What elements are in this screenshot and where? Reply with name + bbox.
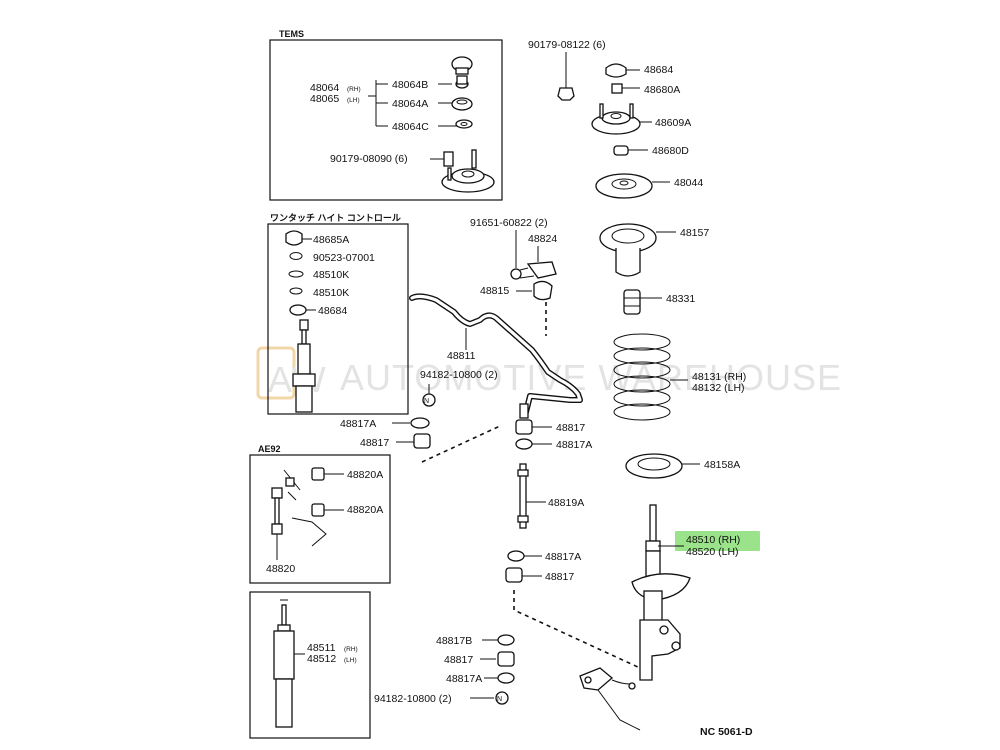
label-91651-60822: 91651-60822 (2) bbox=[470, 217, 548, 229]
label-48510K-1: 48510K bbox=[313, 269, 349, 281]
label-48815: 48815 bbox=[480, 285, 509, 297]
label-48511-side: (RH) bbox=[344, 646, 358, 653]
label-48817B: 48817B bbox=[436, 635, 472, 647]
watermark: AW AUTOMOTIVE WAREHOUSE bbox=[256, 346, 842, 400]
label-48132: 48132 (LH) bbox=[692, 382, 745, 394]
label-48064B: 48064B bbox=[392, 79, 428, 91]
label-90523-07001: 90523-07001 bbox=[313, 252, 375, 264]
label-48131: 48131 (RH) bbox=[692, 371, 746, 383]
label-94182-10800-1: 94182-10800 (2) bbox=[420, 369, 498, 381]
bushing-48815 bbox=[533, 280, 553, 301]
label-48064C: 48064C bbox=[392, 121, 429, 133]
label-48512: 48512 bbox=[307, 653, 336, 665]
label-48510K-2: 48510K bbox=[313, 287, 349, 299]
rear-strut bbox=[273, 599, 295, 728]
diagram-code: NC 5061-D bbox=[700, 726, 753, 738]
label-48817A-2: 48817A bbox=[556, 439, 592, 451]
label-94182-10800-2: 94182-10800 (2) bbox=[374, 693, 452, 705]
stabilizer-bar bbox=[409, 293, 583, 415]
n-mark-1: N bbox=[424, 398, 429, 405]
tems-actuator bbox=[451, 56, 473, 129]
coil-spring: 48131 (RH) 48132 (LH) bbox=[613, 333, 746, 421]
label-48065-side: (LH) bbox=[347, 97, 360, 104]
inset-height-title: ワンタッチ ハイト コントロール bbox=[270, 212, 401, 223]
label-48680D: 48680D bbox=[652, 145, 689, 157]
strut-mount-stack: 90179-08122 (6) 48684 48680A 48609A 4868… bbox=[528, 39, 709, 315]
inset-rear-strut: 48511 (RH) 48512 (LH) bbox=[249, 591, 371, 739]
stabilizer-link-48819A bbox=[517, 463, 529, 529]
label-48817-2: 48817 bbox=[556, 422, 585, 434]
label-48064A: 48064A bbox=[392, 98, 428, 110]
label-48609A: 48609A bbox=[655, 117, 691, 129]
inset-ae92-title: AE92 bbox=[258, 444, 281, 454]
inset-tems-title: TEMS bbox=[279, 29, 304, 39]
watermark-text: AUTOMOTIVE WAREHOUSE bbox=[340, 357, 842, 398]
label-90179-08090: 90179-08090 (6) bbox=[330, 153, 408, 165]
label-48685A: 48685A bbox=[313, 234, 349, 246]
height-control-strut bbox=[292, 319, 316, 413]
label-48511: 48511 bbox=[307, 642, 336, 654]
inset-ae92: AE92 48820A 48820A 48820 bbox=[249, 444, 391, 584]
label-48684: 48684 bbox=[644, 64, 673, 76]
label-48044: 48044 bbox=[674, 177, 703, 189]
label-48064: 48064 bbox=[310, 82, 339, 94]
label-48331: 48331 bbox=[666, 293, 695, 305]
label-48512-side: (LH) bbox=[344, 657, 357, 664]
label-48811: 48811 bbox=[447, 350, 476, 362]
n-mark-2: N bbox=[497, 696, 502, 703]
label-48520: 48520 (LH) bbox=[686, 546, 739, 558]
label-90179-08122: 90179-08122 (6) bbox=[528, 39, 606, 51]
bracket-48824 bbox=[510, 261, 557, 280]
label-48157: 48157 bbox=[680, 227, 709, 239]
label-48817-3: 48817 bbox=[545, 571, 574, 583]
label-48684-inset: 48684 bbox=[318, 305, 347, 317]
label-48820A-2: 48820A bbox=[347, 504, 383, 516]
label-48817A-1: 48817A bbox=[340, 418, 376, 430]
label-48817-1: 48817 bbox=[360, 437, 389, 449]
label-48820A-1: 48820A bbox=[347, 469, 383, 481]
label-48817A-3: 48817A bbox=[545, 551, 581, 563]
tems-mount bbox=[441, 149, 495, 193]
spring-seat: 48158A bbox=[625, 453, 740, 479]
label-48817-4: 48817 bbox=[444, 654, 473, 666]
front-strut bbox=[631, 504, 691, 681]
inset-tems: TEMS 48064 (RH) 48065 (LH) 48064B 48064A… bbox=[269, 29, 503, 201]
label-48064-side: (RH) bbox=[347, 86, 361, 93]
strut-label-highlight bbox=[675, 531, 760, 551]
inset-height-control: ワンタッチ ハイト コントロール 48685A 90523-07001 4851… bbox=[267, 212, 409, 415]
stabilizer-link bbox=[271, 469, 327, 547]
label-48680A: 48680A bbox=[644, 84, 680, 96]
label-48824: 48824 bbox=[528, 233, 557, 245]
label-48820: 48820 bbox=[266, 563, 295, 575]
lower-arm-fragment bbox=[579, 667, 641, 731]
right-link-top bbox=[515, 403, 533, 450]
label-48065: 48065 bbox=[310, 93, 339, 105]
label-48510: 48510 (RH) bbox=[686, 534, 740, 546]
label-48819A: 48819A bbox=[548, 497, 584, 509]
label-48158A: 48158A bbox=[704, 459, 740, 471]
label-48817A-4: 48817A bbox=[446, 673, 482, 685]
